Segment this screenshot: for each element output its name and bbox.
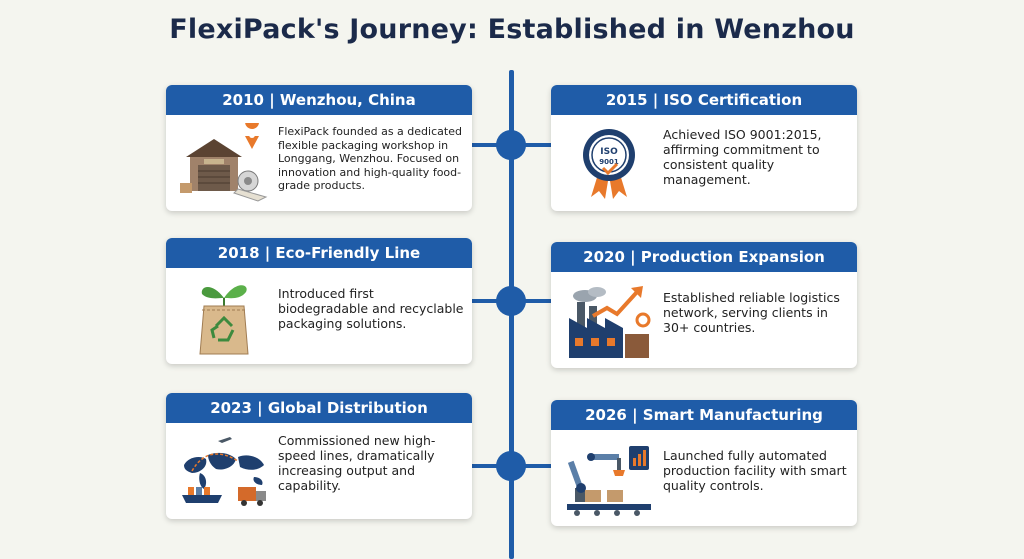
svg-text:ISO: ISO [600,147,618,157]
milestone-card-2015: 2015 | ISO Certification ISO 9001 Achiev… [551,85,857,211]
workshop-icon [178,115,270,203]
milestone-heading: 2018 | Eco-Friendly Line [166,238,472,268]
milestone-description: Commissioned new high-speed lines, drama… [278,433,436,493]
milestone-heading: 2015 | ISO Certification [551,85,857,115]
milestone-card-2026: 2026 | Smart Manufacturing [551,400,857,526]
timeline-node-3 [496,451,526,481]
iso-badge-icon: ISO 9001 [563,123,655,203]
milestone-heading: 2010 | Wenzhou, China [166,85,472,115]
robot-arm-icon [563,438,655,518]
eco-bag-icon [178,276,270,356]
milestone-heading: 2020 | Production Expansion [551,242,857,272]
milestone-heading: 2023 | Global Distribution [166,393,472,423]
page-title: FlexiPack's Journey: Established in Wenz… [169,14,855,45]
milestone-card-2010: 2010 | Wenzhou, China FlexiPack founded … [166,85,472,211]
milestone-description: Launched fully automated production faci… [663,448,847,493]
global-distribution-icon [178,431,270,511]
milestone-heading: 2026 | Smart Manufacturing [551,400,857,430]
milestone-description: Introduced first biodegradable and recyc… [278,286,464,331]
milestone-description: Established reliable logistics network, … [663,290,840,335]
milestone-card-2020: 2020 | Production Expansion Established … [551,242,857,368]
milestone-card-2023: 2023 | Global Distribution Commiss [166,393,472,519]
timeline-node-1 [496,130,526,160]
svg-text:9001: 9001 [599,158,619,166]
timeline-node-2 [496,286,526,316]
factory-growth-icon [563,280,655,360]
milestone-description: Achieved ISO 9001:2015, affirming commit… [663,127,822,187]
milestone-description: FlexiPack founded as a dedicated flexibl… [278,125,462,192]
milestone-card-2018: 2018 | Eco-Friendly Line Introduced firs… [166,238,472,364]
